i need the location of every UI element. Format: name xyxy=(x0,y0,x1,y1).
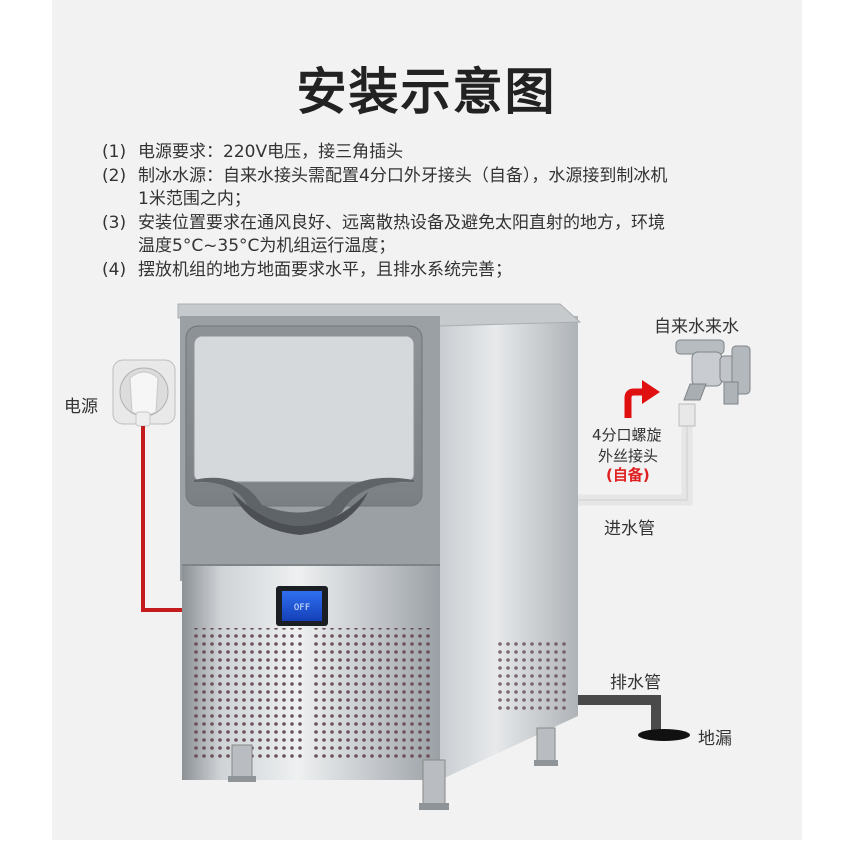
requirement-text: 安装位置要求在通风良好、远离散热设备及避免太阳直射的地方，环境温度5°C~35°… xyxy=(138,212,665,257)
connection-arrow xyxy=(624,388,644,418)
ice-bin-door xyxy=(185,325,423,535)
floor-drain xyxy=(638,729,690,741)
connector-label-line1: 4分口螺旋 xyxy=(592,426,662,444)
requirements-list: (1) 电源要求：220V电压，接三角插头 (2) 制冰水源：自来水接头需配置4… xyxy=(102,141,742,282)
connector-note: (自备) xyxy=(606,466,650,484)
page-title: 安装示意图 xyxy=(296,63,557,121)
control-display: OFF xyxy=(276,586,328,626)
requirement-item: (1) 电源要求：220V电压，接三角插头 xyxy=(102,141,742,165)
requirement-number: (1) xyxy=(102,142,127,162)
machine-legs xyxy=(228,727,558,810)
vent-grille-left xyxy=(190,628,302,760)
requirement-number: (3) xyxy=(102,212,127,233)
floor-drain-label: 地漏 xyxy=(698,729,732,749)
requirement-item: (3) 安装位置要求在通风良好、远离散热设备及避免太阳直射的地方，环境温度5°C… xyxy=(102,212,742,259)
requirement-text: 摆放机组的地方地面要求水平，且排水系统完善； xyxy=(138,259,512,280)
requirement-number: (4) xyxy=(102,259,127,280)
tap-water-label: 自来水来水 xyxy=(654,317,739,337)
inlet-pipe-label: 进水管 xyxy=(604,519,655,539)
requirement-number: (2) xyxy=(102,165,127,186)
vent-grille-side xyxy=(498,640,570,712)
threaded-connector xyxy=(678,403,696,427)
vent-grille-right xyxy=(312,628,430,760)
requirement-text: 电源要求：220V电压，接三角插头 xyxy=(138,142,404,162)
requirement-item: (4) 摆放机组的地方地面要求水平，且排水系统完善； xyxy=(102,259,742,283)
connector-label-line2: 外丝接头 xyxy=(598,447,659,465)
display-readout: OFF xyxy=(294,603,310,613)
drain-pipe-label: 排水管 xyxy=(610,673,661,693)
power-label: 电源 xyxy=(64,397,98,417)
power-cable xyxy=(141,426,184,612)
power-socket xyxy=(112,359,176,427)
drain-pipe xyxy=(578,695,661,732)
water-tap xyxy=(675,339,751,405)
